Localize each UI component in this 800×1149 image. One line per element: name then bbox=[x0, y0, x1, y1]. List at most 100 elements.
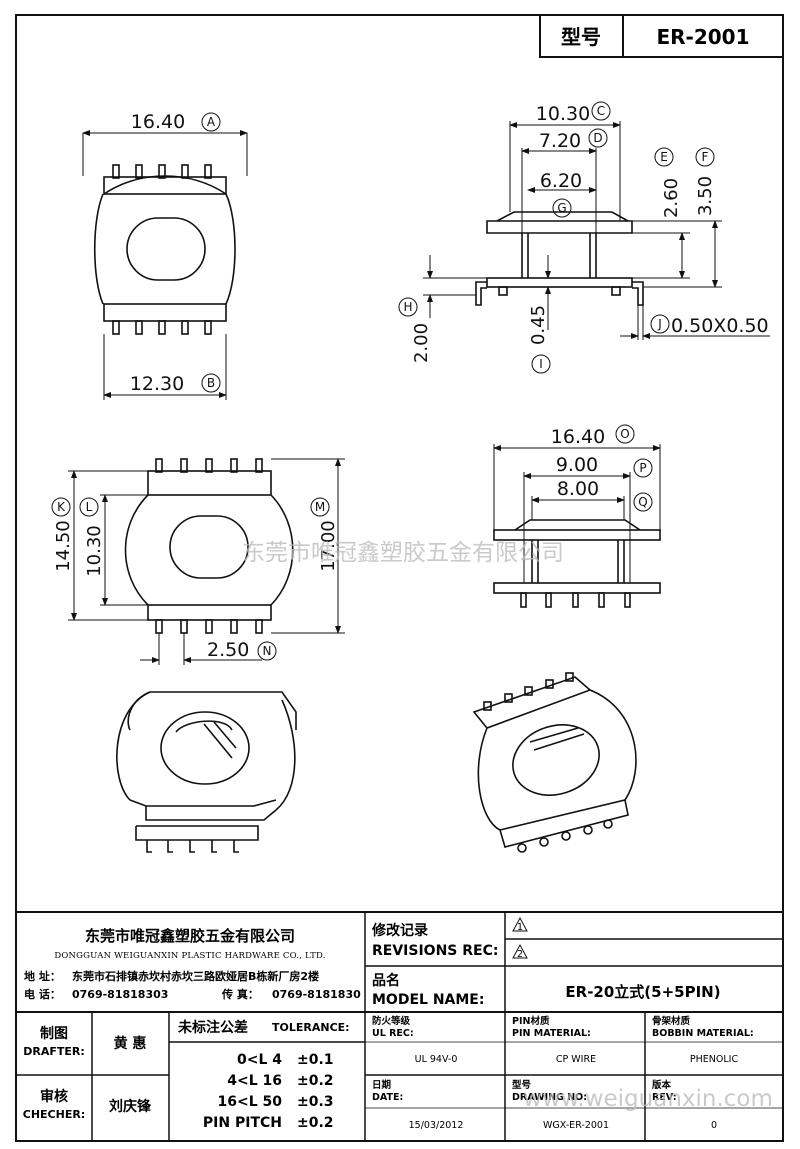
pin-material-en: PIN MATERIAL: bbox=[512, 1028, 591, 1039]
dim-Q-value: 8.00 bbox=[557, 478, 599, 500]
dim-E bbox=[632, 232, 690, 279]
iso-left-pins bbox=[146, 840, 239, 853]
tolerance-value: ±0.3 bbox=[297, 1094, 334, 1110]
tolerance-range: 4<L 16 bbox=[227, 1073, 282, 1089]
watermark-url: www.weiguanxin.com bbox=[523, 1086, 773, 1112]
ul-cn: 防火等级 bbox=[372, 1015, 411, 1027]
dim-F-letter: F bbox=[702, 150, 709, 164]
tolerance-range: PIN PITCH bbox=[203, 1115, 282, 1131]
dim-D-value: 7.20 bbox=[539, 130, 581, 152]
iso-view-right bbox=[472, 672, 637, 853]
revision-1-triangle bbox=[512, 916, 528, 932]
fax-label: 传 真： bbox=[221, 987, 259, 1001]
drawing-no-en: DRAWING NO: bbox=[512, 1092, 587, 1103]
dim-B-letter: B bbox=[207, 376, 215, 390]
model-cn: 品名 bbox=[372, 972, 400, 989]
dim-F-value: 3.50 bbox=[695, 176, 716, 216]
top-view-oval-hole bbox=[126, 217, 206, 281]
watermark-company: 东莞市唯冠鑫塑胶五金有限公司 bbox=[242, 540, 564, 566]
side-view bbox=[475, 211, 644, 306]
fax-value: 0769-8181830 bbox=[272, 988, 361, 1001]
dim-L-value: 10.30 bbox=[84, 525, 105, 577]
drafter-en: DRAFTER: bbox=[23, 1045, 85, 1058]
rev-value: 0 bbox=[711, 1120, 717, 1131]
tolerance-value: ±0.2 bbox=[297, 1115, 334, 1131]
dim-N bbox=[140, 633, 262, 665]
revision-1-number: 1 bbox=[517, 922, 523, 933]
front-view bbox=[124, 458, 294, 634]
pin-material-cn: PIN材质 bbox=[512, 1015, 550, 1027]
drawing-no-value: WGX-ER-2001 bbox=[543, 1120, 609, 1131]
dim-F bbox=[632, 220, 722, 288]
dim-K-value: 14.50 bbox=[53, 520, 74, 572]
model-en: MODEL NAME: bbox=[372, 992, 484, 1008]
header-type-label: 型号 bbox=[561, 25, 601, 49]
dim-B bbox=[103, 334, 227, 400]
dim-G-value: 6.20 bbox=[540, 170, 582, 192]
tolerance-value: ±0.1 bbox=[297, 1052, 334, 1068]
dim-O-value: 16.40 bbox=[551, 426, 605, 448]
drawing-frame bbox=[15, 14, 784, 1142]
bobbin-material-value: PHENOLIC bbox=[690, 1054, 739, 1065]
dim-I-value: 0.45 bbox=[528, 305, 549, 345]
dim-P-value: 9.00 bbox=[556, 454, 598, 476]
dim-N-value: 2.50 bbox=[207, 639, 249, 661]
address-label: 地 址： bbox=[24, 969, 61, 983]
checker-name: 刘庆锋 bbox=[109, 1098, 152, 1115]
ul-en: UL REC: bbox=[372, 1028, 414, 1039]
dim-H-letter: H bbox=[403, 300, 412, 314]
dim-M bbox=[271, 458, 345, 634]
dim-C-letter: C bbox=[597, 104, 605, 118]
dim-M-value: 17.00 bbox=[318, 520, 339, 572]
tolerance-en: TOLERANCE: bbox=[272, 1021, 350, 1034]
phone-value: 0769-81818303 bbox=[72, 988, 168, 1001]
revision-2-number: 2 bbox=[517, 949, 523, 960]
dim-H bbox=[423, 255, 487, 318]
tolerance-table: 0<L 4 ±0.1 4<L 16 ±0.2 16<L 50 ±0.3 PIN … bbox=[203, 1052, 334, 1131]
dim-J bbox=[620, 305, 770, 340]
drawing-no-cn: 型号 bbox=[512, 1079, 532, 1091]
front-view-pins-bottom bbox=[155, 619, 263, 634]
drafter-name: 黄 惠 bbox=[114, 1035, 147, 1052]
dim-C-value: 10.30 bbox=[536, 103, 590, 125]
phone-label: 电 话： bbox=[24, 987, 61, 1001]
dim-J-letter: J bbox=[657, 317, 662, 331]
revisions-cn: 修改记录 bbox=[371, 922, 428, 939]
dim-L-letter: L bbox=[86, 500, 93, 514]
dim-N-letter: N bbox=[263, 644, 272, 658]
dim-L bbox=[100, 494, 148, 606]
dim-D-letter: D bbox=[593, 131, 602, 145]
dim-A-value: 16.40 bbox=[131, 111, 185, 133]
address-value: 东莞市石排镇赤坎村赤坎三路欧娅居B栋新厂房2楼 bbox=[72, 969, 319, 983]
side-view-2-pins bbox=[520, 592, 631, 608]
front-view-pins-top bbox=[155, 458, 263, 473]
dim-O-letter: O bbox=[620, 427, 629, 441]
iso-right-pins-bottom bbox=[517, 819, 613, 853]
date-value: 15/03/2012 bbox=[409, 1120, 464, 1131]
tolerance-range: 16<L 50 bbox=[218, 1094, 283, 1110]
drafter-cn: 制图 bbox=[40, 1025, 68, 1042]
bobbin-material-en: BOBBIN MATERIAL: bbox=[652, 1028, 754, 1039]
dim-A-letter: A bbox=[207, 115, 216, 129]
ul-value: UL 94V-0 bbox=[415, 1054, 458, 1065]
header-box: 型号 ER-2001 bbox=[539, 14, 784, 58]
dim-J-value: 0.50X0.50 bbox=[671, 315, 769, 337]
dim-K-letter: K bbox=[57, 500, 66, 514]
tolerance-value: ±0.2 bbox=[297, 1073, 334, 1089]
date-en: DATE: bbox=[372, 1092, 403, 1103]
revisions-en: REVISIONS REC: bbox=[372, 943, 498, 959]
rev-cn: 版本 bbox=[651, 1079, 672, 1091]
company-name-cn: 东莞市唯冠鑫塑胶五金有限公司 bbox=[85, 927, 295, 945]
revision-2-triangle bbox=[512, 943, 528, 959]
checker-en: CHECHER: bbox=[23, 1108, 85, 1121]
model-value: ER-20立式(5+5PIN) bbox=[565, 983, 720, 1001]
side-view-2 bbox=[493, 519, 661, 608]
dim-E-value: 2.60 bbox=[661, 178, 682, 218]
dim-H-value: 2.00 bbox=[411, 323, 432, 363]
dim-I-letter: I bbox=[539, 357, 543, 371]
front-view-oval-hole bbox=[169, 515, 249, 579]
top-view bbox=[94, 164, 236, 335]
pin-material-value: CP WIRE bbox=[556, 1054, 596, 1065]
dim-B-value: 12.30 bbox=[130, 373, 184, 395]
